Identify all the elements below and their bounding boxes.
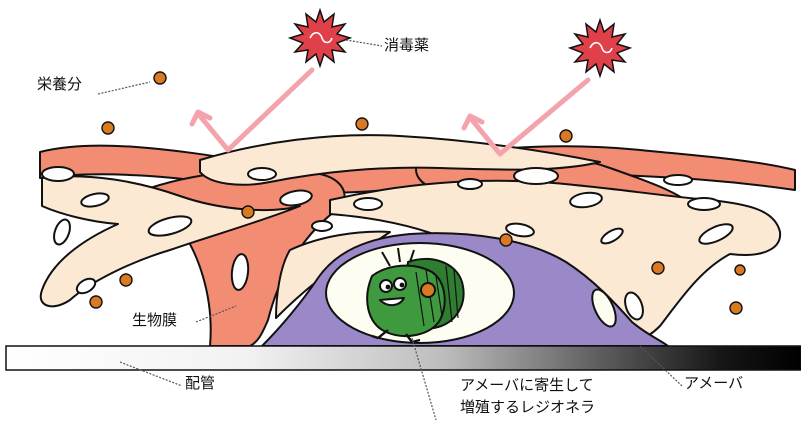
leader-line-pipe [119,361,183,387]
nutrient-particle [734,264,746,276]
label-legionella: アメーバに寄生して 増殖するレジオネラ [460,374,595,418]
nutrient-particle [241,205,255,219]
biofilm-hole [80,192,110,208]
nutrient-particle [651,261,665,275]
arrow-head [461,113,485,131]
biofilm-hole [663,174,693,186]
disinfectant-squiggle [589,41,613,54]
leader-line-disinfectant [345,39,383,47]
legionella-legs [371,329,421,344]
biofilm-hole [505,222,535,238]
label-legionella-line1: アメーバに寄生して [460,376,594,394]
biofilm-strand-cream-left [39,175,301,308]
leader-lines [97,39,683,421]
biofilm-hole [569,191,603,209]
biofilm-hole [600,227,624,245]
biofilm-hole [53,218,71,246]
nutrient-particle [119,273,133,287]
nutrient-particle [729,301,743,315]
biofilm-hole [247,167,277,181]
leader-line-amoeba [639,345,683,387]
biofilm-hole [353,197,383,211]
label-biofilm: 生物膜 [132,311,178,329]
leader-line-biofilm [195,305,237,323]
biofilm-hole [147,215,193,237]
amoeba-vacuole [591,288,617,328]
biofilm-strand-cream-top [199,134,601,186]
pipe [5,345,801,371]
label-disinfectant: 消毒薬 [384,36,430,54]
legionella-food-particle [420,282,436,298]
label-amoeba: アメーバ [684,374,744,392]
legionella-mouth [379,297,405,306]
biofilm-hole [41,166,75,182]
legionella-antenna [381,247,415,267]
biofilm-hole [311,220,333,232]
disinfectant-arrow [197,67,315,153]
label-nutrient: 栄養分 [37,75,83,93]
biofilm-hole [75,277,97,295]
legionella-bacterium [366,247,465,344]
nutrient-particle [101,121,115,135]
disinfectant-arrow [469,77,591,157]
disinfectant-arrows [189,67,591,157]
biofilm-hole [457,178,483,190]
disinfectant-particles [287,7,633,79]
disinfectant-squiggle [309,31,333,44]
arrow-head [189,109,213,127]
biofilm-hole [230,253,250,291]
nutrient-particle [355,117,369,131]
leader-line-nutrient [97,81,151,95]
disinfectant-molecule [287,7,353,69]
biofilm-hole [513,167,559,185]
biofilm-hole [279,189,313,207]
nutrient-particle [499,233,513,247]
nutrient-particles [89,71,746,315]
label-legionella-line2: 増殖するレジオネラ [460,398,596,416]
biofilm-hole [687,197,721,211]
legionella-pupil [385,284,391,290]
nutrient-particle [153,71,167,85]
disinfectant-molecule [567,17,633,79]
biofilm-hole [698,223,734,245]
label-pipe: 配管 [185,374,216,392]
leader-line-legionella [411,337,437,421]
nutrient-particle [89,295,103,309]
legionella-pupil [399,282,405,288]
nutrient-particle [559,129,573,143]
biofilm-hole [624,291,644,321]
legionella-body [366,264,446,337]
